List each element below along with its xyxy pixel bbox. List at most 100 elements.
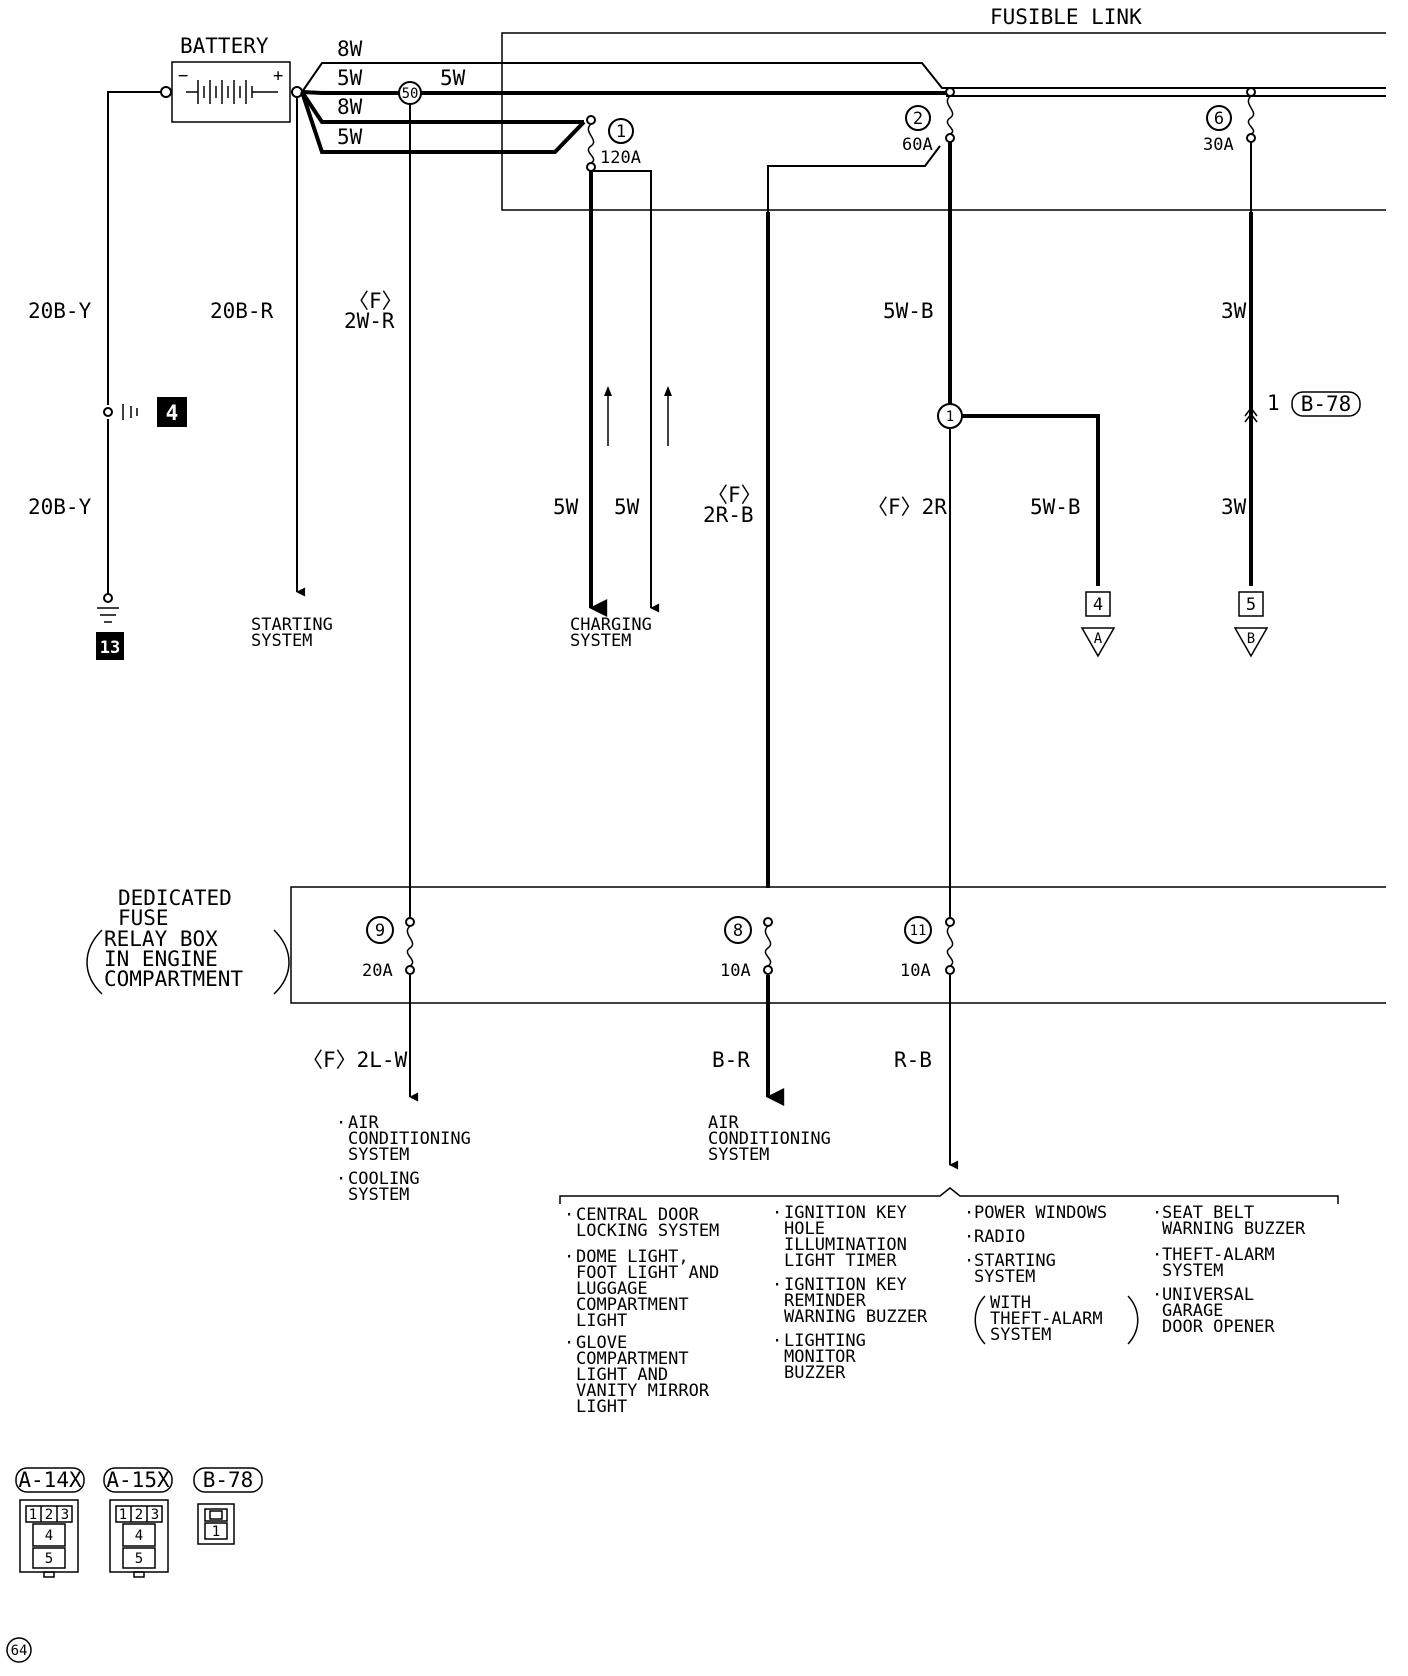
svg-text:1: 1 <box>616 122 626 142</box>
svg-text:3: 3 <box>61 1507 69 1523</box>
svg-text:4: 4 <box>1093 595 1103 615</box>
svg-text:·: · <box>564 1333 574 1353</box>
cable-label-5w-right: 5W <box>440 66 466 90</box>
load-text: THEFT-ALARM <box>1162 1245 1275 1265</box>
load-text: IGNITION KEY <box>784 1203 907 1223</box>
terminal-a-triangle-icon <box>1080 627 1116 658</box>
svg-text:·: · <box>964 1227 974 1247</box>
svg-text:5: 5 <box>135 1551 143 1567</box>
note-paren-left <box>974 1295 986 1345</box>
relay-box-paren-left <box>86 929 103 995</box>
load-text: DOOR OPENER <box>1162 1317 1275 1337</box>
svg-text:·: · <box>772 1331 782 1351</box>
fuse6-circuit: 3W 3W 1 B-78 <box>1221 142 1361 586</box>
ground-badge-4 <box>157 397 187 427</box>
connector-b78-tag <box>1291 391 1361 417</box>
fuse8-load-line-1: AIR <box>708 1113 739 1133</box>
svg-text:2: 2 <box>135 1507 143 1523</box>
fuse2-out-label: 5W-B <box>883 299 934 323</box>
load-text: RADIO <box>974 1227 1025 1247</box>
load-text: ILLUMINATION <box>784 1235 907 1255</box>
starting-system-label-2: SYSTEM <box>251 631 312 651</box>
ground-wire-label-lower: 20B-Y <box>28 495 92 519</box>
svg-text:·: · <box>564 1205 574 1225</box>
ground-terminal-13 <box>96 632 124 660</box>
svg-text:2: 2 <box>45 1507 53 1523</box>
charging-wire-label-left: 5W <box>553 495 579 519</box>
fusible-link-title: FUSIBLE LINK <box>990 5 1142 29</box>
svg-text:·: · <box>964 1251 974 1271</box>
load-text: IGNITION KEY <box>784 1275 907 1295</box>
fuse9-load-2-line-1: COOLING <box>348 1169 420 1189</box>
svg-text:·: · <box>564 1247 574 1267</box>
relay-box-label-2: FUSE <box>118 906 169 930</box>
relay-box: DEDICATED FUSE RELAY BOX IN ENGINE COMPA… <box>86 886 1386 1004</box>
fuse-2-rating: 60A <box>902 135 933 155</box>
fuse11-loads-col1: · CENTRAL DOOR LOCKING SYSTEM · DOME LIG… <box>564 1205 719 1417</box>
note-paren-right <box>1127 1295 1139 1345</box>
svg-text:1: 1 <box>119 1507 127 1523</box>
battery-label: BATTERY <box>180 34 269 58</box>
splice-50: 50 <box>398 81 422 105</box>
fuse-9-rating: 20A <box>362 961 393 981</box>
fuse8-load-line-3: SYSTEM <box>708 1145 769 1165</box>
fusible-link-box: FUSIBLE LINK <box>501 5 1386 211</box>
load-text: LIGHT <box>576 1397 627 1417</box>
starting-wire-label: 20B-R <box>210 299 274 323</box>
svg-text:50: 50 <box>402 86 419 102</box>
svg-text:·: · <box>1152 1245 1162 1265</box>
svg-text:A: A <box>1094 631 1103 647</box>
load-text: COMPARTMENT <box>576 1349 689 1369</box>
fuse-1-rating: 120A <box>600 148 641 168</box>
fuse-8: 8 10A <box>720 916 773 981</box>
svg-text:5: 5 <box>1246 595 1256 615</box>
load-text: SYSTEM <box>1162 1261 1223 1281</box>
connector-b78: B-78 1 <box>193 1467 263 1545</box>
svg-text:·: · <box>336 1113 346 1133</box>
fuse8-lower-label: B-R <box>712 1048 750 1072</box>
battery-plus: + <box>273 66 283 86</box>
svg-text:4: 4 <box>166 401 179 425</box>
svg-text:·: · <box>1152 1203 1162 1223</box>
cable-label-8w-mid: 8W <box>337 95 363 119</box>
fuse9-load-1-line-3: SYSTEM <box>348 1145 409 1165</box>
fuse-11-rating: 10A <box>900 961 931 981</box>
fuse9-load-2-line-2: SYSTEM <box>348 1185 409 1205</box>
fuse9-circuit: 〈F〉 2W-R 〈F〉2L-W <box>302 104 419 1102</box>
charging-wire-label-right: 5W <box>614 495 640 519</box>
fuse9-load-1-line-2: CONDITIONING <box>348 1129 471 1149</box>
load-text: BUZZER <box>784 1363 846 1383</box>
ground-wire-label-upper: 20B-Y <box>28 299 92 323</box>
fuse-6: 6 30A <box>1203 87 1256 155</box>
fuse-6-rating: 30A <box>1203 135 1234 155</box>
cable-label-5w-bottom: 5W <box>337 125 363 149</box>
relay-box-label-4: IN ENGINE <box>104 947 218 971</box>
svg-text:13: 13 <box>100 638 120 658</box>
charging-system-label-2: SYSTEM <box>570 631 631 651</box>
svg-text:4: 4 <box>135 1528 143 1544</box>
load-text: HOLE <box>784 1219 825 1239</box>
fuse-8-rating: 10A <box>720 961 751 981</box>
load-text: LIGHTING <box>784 1331 866 1351</box>
load-text: SYSTEM <box>974 1267 1035 1287</box>
fuse8-load-line-2: CONDITIONING <box>708 1129 831 1149</box>
load-text: VANITY MIRROR <box>576 1381 710 1401</box>
fuse2-branch-label: 〈F〉2R <box>867 495 947 519</box>
svg-text:5: 5 <box>45 1551 53 1567</box>
load-note-text: WITH <box>990 1293 1031 1313</box>
svg-text:A-15X: A-15X <box>106 1468 170 1492</box>
svg-text:64: 64 <box>11 1643 28 1659</box>
load-text: REMINDER <box>784 1291 867 1311</box>
cable-label-5w-left: 5W <box>337 66 363 90</box>
svg-text:·: · <box>772 1203 782 1223</box>
svg-text:8: 8 <box>733 921 743 941</box>
svg-text:B: B <box>1247 631 1255 647</box>
load-note-text: THEFT-ALARM <box>990 1309 1103 1329</box>
fuse6-upper-label: 3W <box>1221 299 1247 323</box>
load-text: LIGHT TIMER <box>784 1251 897 1271</box>
svg-text:B-78: B-78 <box>203 1468 254 1492</box>
load-text: FOOT LIGHT AND <box>576 1263 719 1283</box>
fuse11-loads-col2: · IGNITION KEY HOLE ILLUMINATION LIGHT T… <box>772 1203 928 1383</box>
splice-1: 1 <box>937 403 963 429</box>
fuse8-loads: AIR CONDITIONING SYSTEM <box>708 1113 831 1165</box>
